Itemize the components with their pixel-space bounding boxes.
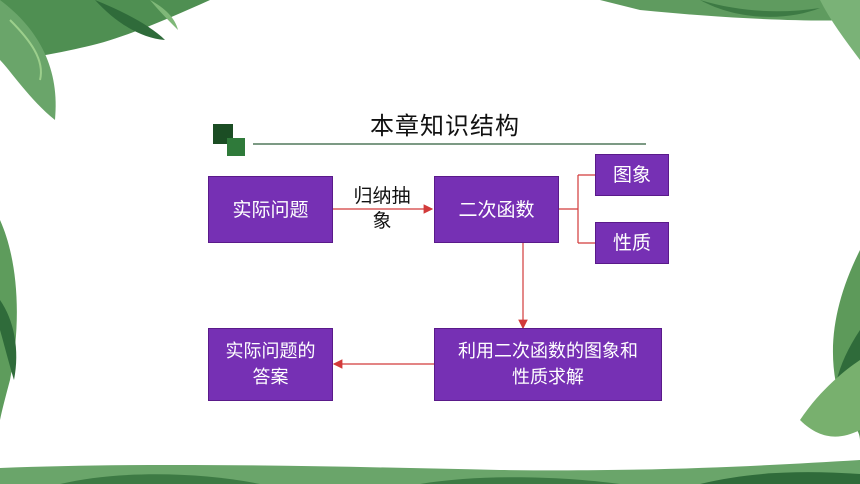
node-answer: 实际问题的答案 <box>208 328 333 401</box>
node-property-label: 性质 <box>612 232 651 254</box>
node-quadratic-function: 二次函数 <box>434 176 559 243</box>
logo-square-light <box>227 138 245 156</box>
node-solve-label: 利用二次函数的图象和性质求解 <box>458 340 638 388</box>
node-graph-label: 图象 <box>612 164 651 186</box>
node-practical-problem: 实际问题 <box>208 176 333 243</box>
node-solve: 利用二次函数的图象和性质求解 <box>434 328 662 401</box>
node-property: 性质 <box>595 222 669 264</box>
node-answer-label: 实际问题的答案 <box>225 340 316 388</box>
node-practical-problem-label: 实际问题 <box>232 198 309 221</box>
node-graph: 图象 <box>595 154 669 196</box>
node-quadratic-function-label: 二次函数 <box>458 198 535 221</box>
page-title: 本章知识结构 <box>370 112 520 140</box>
brace-connector <box>559 174 595 244</box>
edge-label-abstract: 归纳抽象 <box>353 185 411 232</box>
